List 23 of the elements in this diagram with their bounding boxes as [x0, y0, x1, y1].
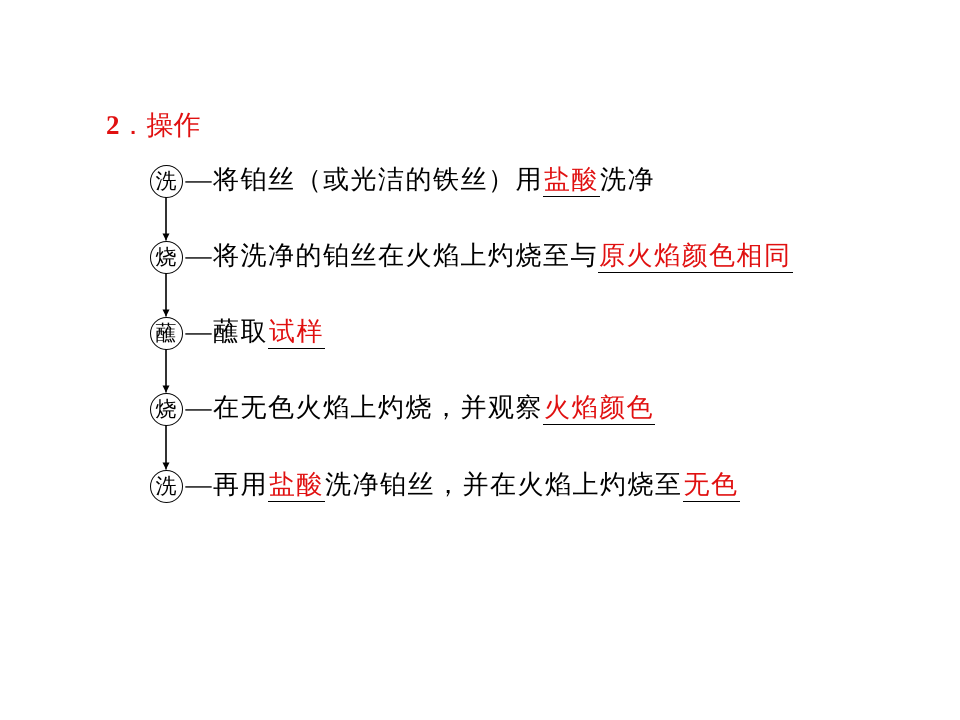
step-text: —再用: [186, 470, 268, 500]
step-text: —将铂丝（或光洁的铁丝）用: [186, 165, 543, 195]
arrow: [162, 426, 170, 470]
step-text: 洗净: [600, 165, 655, 195]
step-text: 洗净铂丝，并在火焰上灼烧至: [325, 470, 682, 500]
step-circle: 洗: [150, 164, 182, 198]
fill-in-line: 盐酸: [543, 165, 600, 197]
step-circle: 烧: [150, 392, 182, 426]
arrow: [162, 198, 170, 240]
fill-in-line: 原火焰颜色相同: [598, 241, 792, 273]
slide-title: 2．操作: [106, 109, 200, 142]
step-text: —在无色火焰上灼烧，并观察: [186, 393, 543, 423]
step-circle: 洗: [150, 470, 182, 502]
step-circle: 蘸: [150, 316, 182, 350]
fill-in-line: 火焰颜色: [543, 393, 655, 425]
fill-in-line: 试样: [268, 317, 325, 349]
fill-in-line: 无色: [682, 470, 740, 502]
arrow: [162, 274, 170, 316]
step-text: —将洗净的铂丝在火焰上灼烧至与: [186, 241, 598, 271]
arrow: [162, 350, 170, 392]
fill-in-line: 盐酸: [268, 470, 325, 502]
step-circle: 烧: [150, 240, 182, 274]
step-text: —蘸取: [186, 317, 268, 347]
